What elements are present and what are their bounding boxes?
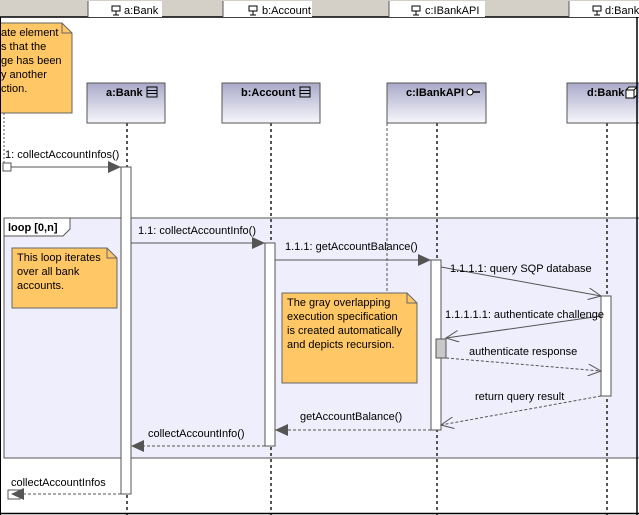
message-label: collectAccountInfos <box>11 477 106 489</box>
note-line: s that the <box>1 41 46 53</box>
found-message-gate <box>2 162 12 172</box>
lifeline-icon <box>111 5 121 16</box>
lifeline-d-bank[interactable]: d:Bank <box>566 82 639 124</box>
message-label: 1.1.1.1.1: authenticate challenge <box>445 309 604 321</box>
header-tab-label: b:Account <box>262 5 311 17</box>
message-label: collectAccountInfo() <box>148 428 245 440</box>
lifeline-name: a:Bank <box>106 87 144 99</box>
lifeline-c-ibankapi[interactable]: c:IBankAPI <box>386 82 487 124</box>
note-line: ction. <box>1 83 27 95</box>
note-line: over all bank <box>17 266 80 278</box>
message-1[interactable]: 1: collectAccountInfos() <box>2 149 121 173</box>
message-authenticate-response[interactable]: authenticate response <box>445 346 601 371</box>
note-line: is created automatically <box>287 325 402 337</box>
recursive-activation-c-ibankapi[interactable] <box>435 338 447 359</box>
message-label: return query result <box>475 391 564 403</box>
message-return-getaccountbalance[interactable]: getAccountBalance() <box>275 411 431 436</box>
note-loop[interactable]: This loop iterates over all bank account… <box>11 247 118 309</box>
component-cube-icon <box>625 86 638 99</box>
message-label: authenticate response <box>469 346 577 358</box>
message-return-query-result[interactable]: return query result <box>441 391 602 425</box>
message-1-1-1-1-1[interactable]: 1.1.1.1.1: authenticate challenge <box>445 309 604 338</box>
note-top-left[interactable]: ate element s that the ge has been y ano… <box>0 22 73 114</box>
message-label: 1.1: collectAccountInfo() <box>138 225 256 237</box>
message-1-1[interactable]: 1.1: collectAccountInfo() <box>131 225 265 249</box>
header-tab-label: c:IBankAPI <box>425 5 479 17</box>
activation-b-account[interactable] <box>264 242 276 447</box>
lifeline-header-bar: a:Bank b:Account c:IBankAPI d:Bank <box>0 0 639 18</box>
message-1-1-1[interactable]: 1.1.1: getAccountBalance() <box>275 241 431 266</box>
header-tab-label: d:Bank <box>605 5 639 17</box>
lifeline-icon <box>411 5 421 16</box>
class-icon <box>146 86 158 98</box>
lifeline-name: c:IBankAPI <box>406 87 464 99</box>
note-line: and depicts recursion. <box>287 339 395 351</box>
note-line: The gray overlapping <box>287 297 390 309</box>
activation-a-bank[interactable] <box>120 166 132 495</box>
message-return-collectaccountinfos[interactable]: collectAccountInfos <box>7 477 121 500</box>
note-line: execution specification <box>287 311 398 323</box>
message-label: getAccountBalance() <box>300 411 402 423</box>
note-line: accounts. <box>17 280 64 292</box>
interface-lollipop-icon <box>466 88 480 96</box>
header-tab-label: a:Bank <box>124 5 159 17</box>
activation-d-bank[interactable] <box>600 295 612 397</box>
note-line: ate element <box>1 27 58 39</box>
loop-label: loop [0,n] <box>8 222 58 234</box>
note-line: ge has been <box>1 55 62 67</box>
lifeline-name: b:Account <box>241 87 296 99</box>
note-line: This loop iterates <box>17 252 101 264</box>
header-tab-b-account[interactable]: b:Account <box>222 1 312 17</box>
lifeline-icon <box>248 5 258 16</box>
message-label: 1: collectAccountInfos() <box>5 149 119 161</box>
lifeline-name: d:Bank <box>587 87 625 99</box>
header-tab-d-bank[interactable]: d:Bank <box>568 1 639 17</box>
class-icon <box>299 86 311 98</box>
lifeline-a-bank[interactable]: a:Bank <box>86 82 166 124</box>
message-label: 1.1.1: getAccountBalance() <box>285 241 418 253</box>
header-tab-c-ibankapi[interactable]: c:IBankAPI <box>388 1 485 17</box>
message-return-collectaccountinfo[interactable]: collectAccountInfo() <box>131 428 265 452</box>
lifeline-icon <box>592 5 602 16</box>
lifeline-b-account[interactable]: b:Account <box>221 82 321 124</box>
note-recursion[interactable]: The gray overlapping execution specifica… <box>281 292 418 384</box>
message-label: 1.1.1.1: query SQP database <box>450 263 592 275</box>
message-1-1-1-1[interactable]: 1.1.1.1: query SQP database <box>440 263 601 296</box>
header-tab-a-bank[interactable]: a:Bank <box>87 1 162 17</box>
note-line: y another <box>1 69 47 81</box>
